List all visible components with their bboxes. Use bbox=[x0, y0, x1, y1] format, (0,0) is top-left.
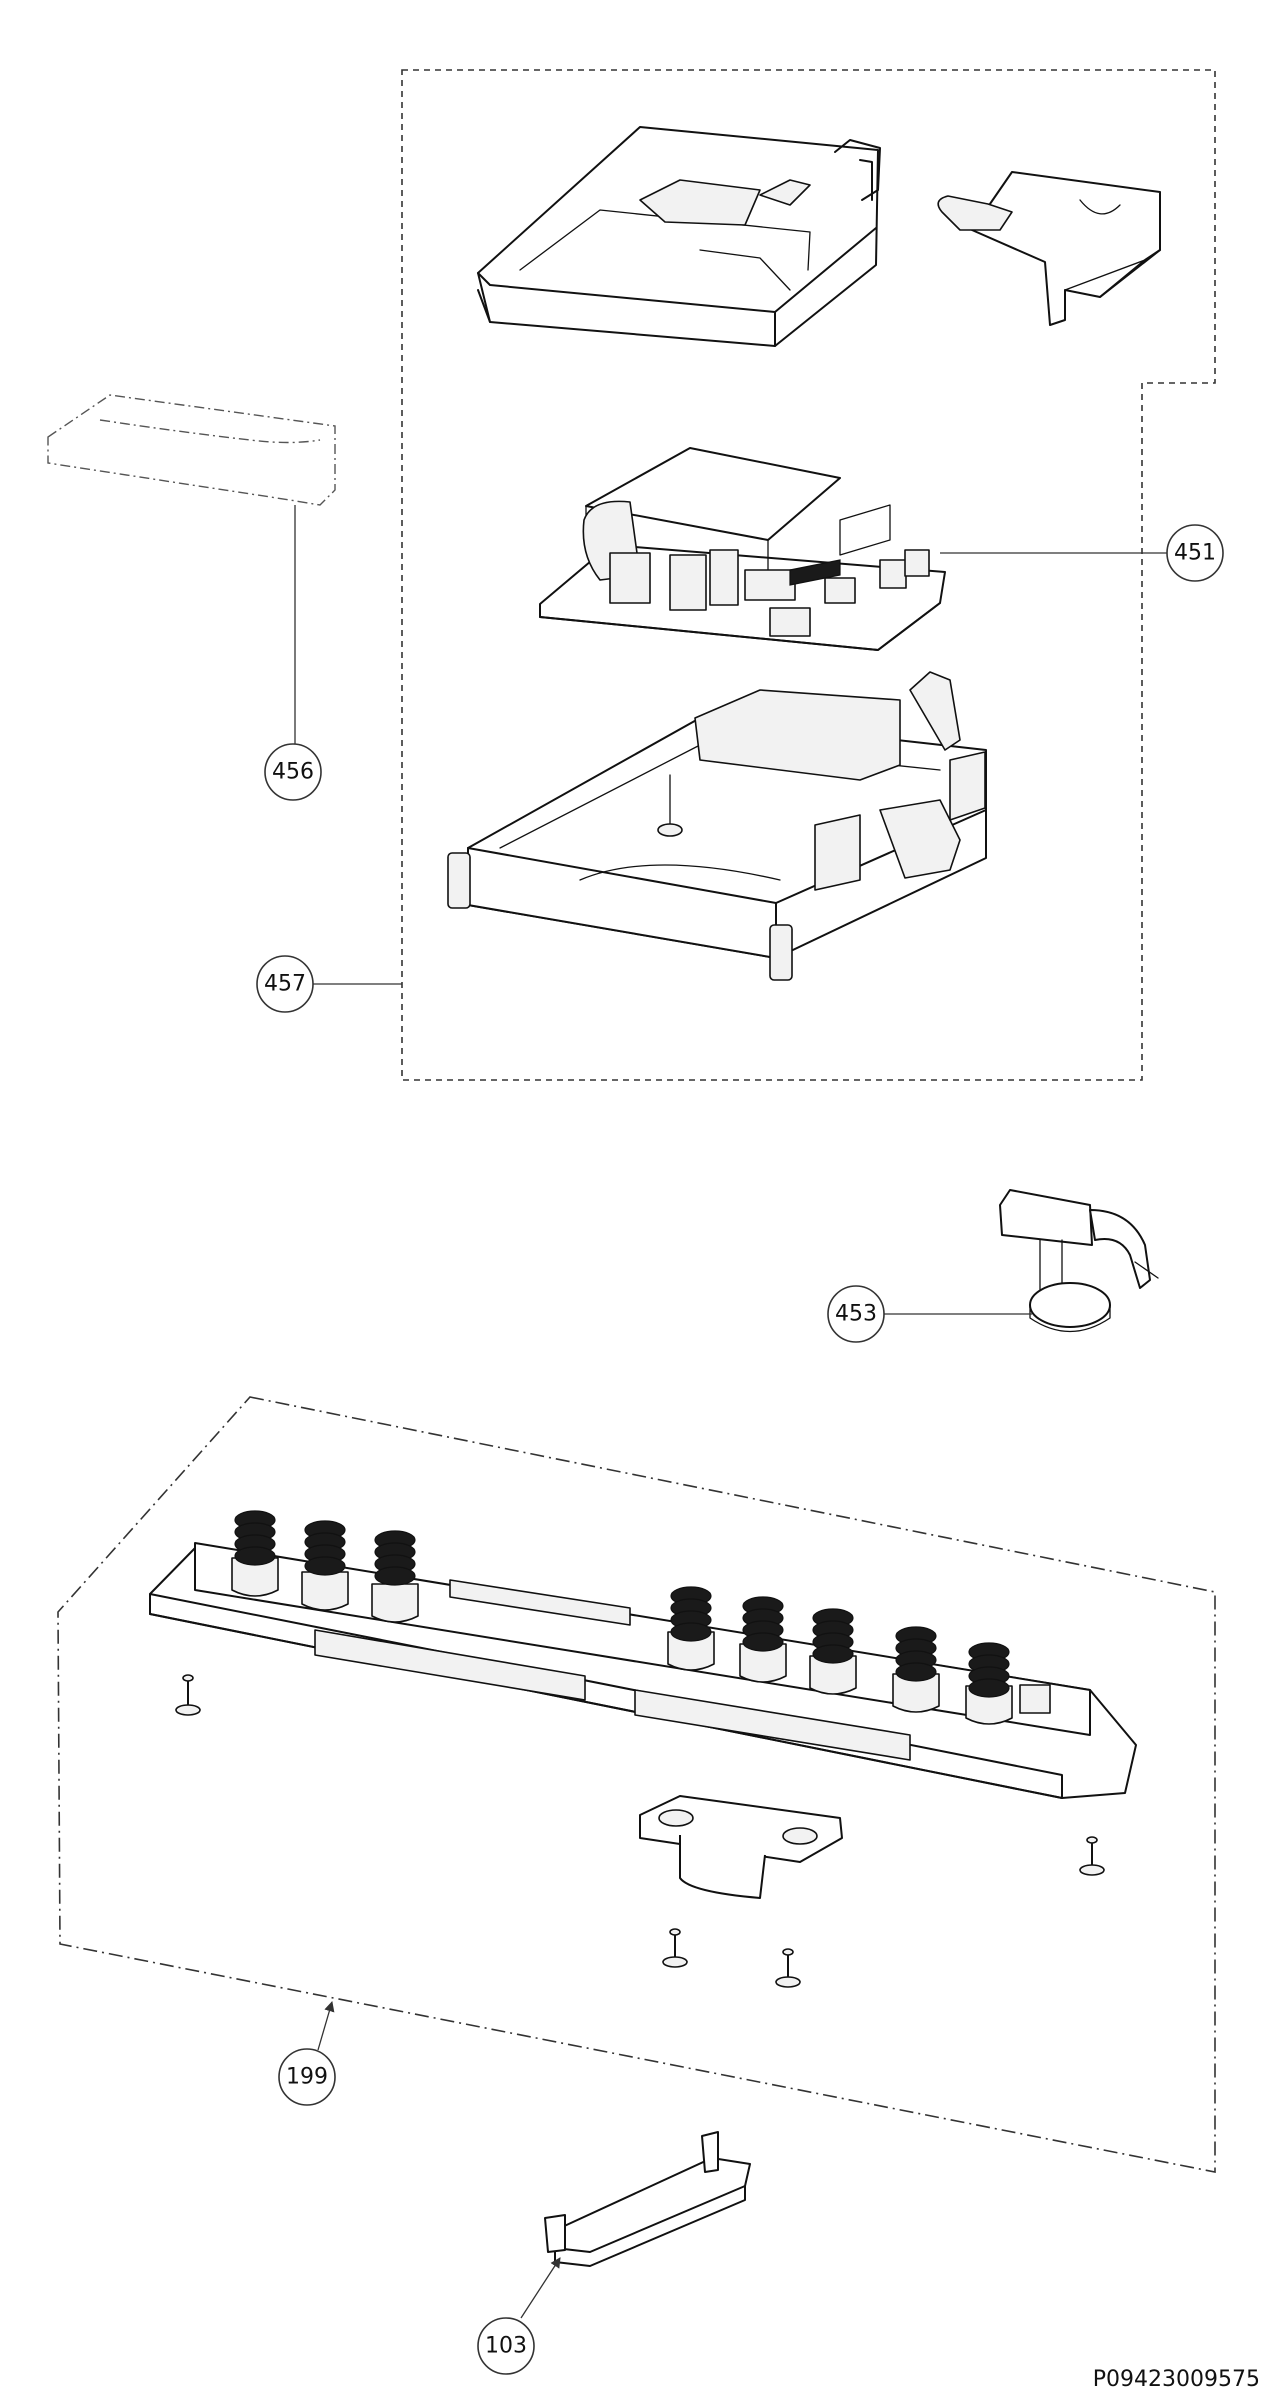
knob-8 bbox=[965, 1642, 1013, 1725]
small-cover-part bbox=[937, 171, 1161, 326]
callout-451-label: 451 bbox=[1174, 541, 1216, 566]
knob-6 bbox=[809, 1608, 857, 1695]
ghost-part-456 bbox=[47, 394, 336, 506]
callout-451: 451 bbox=[1166, 524, 1224, 582]
group-boundary-457 bbox=[401, 69, 1216, 1081]
leader-103 bbox=[520, 2257, 561, 2319]
knob-7 bbox=[892, 1626, 940, 1713]
callout-453: 453 bbox=[827, 1285, 885, 1343]
leader-199 bbox=[317, 2001, 335, 2051]
callout-456-label: 456 bbox=[272, 760, 314, 785]
knob-2 bbox=[301, 1520, 349, 1611]
group-boundary-199 bbox=[57, 1396, 1216, 2173]
lower-housing-part bbox=[447, 671, 987, 981]
callout-456: 456 bbox=[264, 743, 322, 801]
screw-2 bbox=[1079, 1836, 1105, 1876]
callout-103-label: 103 bbox=[485, 2334, 527, 2359]
document-code: P09423009575 bbox=[1092, 2367, 1260, 2392]
knob-3 bbox=[371, 1530, 419, 1623]
leader-lines bbox=[294, 505, 1167, 2319]
knob-springs bbox=[231, 1510, 1013, 1725]
top-cover-part bbox=[477, 126, 881, 347]
callout-103: 103 bbox=[477, 2317, 535, 2375]
screw-1 bbox=[175, 1674, 201, 1716]
screw-4 bbox=[775, 1948, 801, 1988]
pcb-board-part bbox=[539, 447, 946, 651]
clip-part bbox=[544, 2131, 751, 2267]
knob-5 bbox=[739, 1596, 787, 1683]
mounting-bracket-part bbox=[639, 1795, 843, 1899]
screw-3 bbox=[662, 1928, 688, 1968]
knob-1 bbox=[231, 1510, 279, 1597]
screws bbox=[175, 1674, 1105, 1988]
callout-457: 457 bbox=[256, 955, 314, 1013]
cable-plug-part bbox=[999, 1189, 1159, 1333]
callout-199-label: 199 bbox=[286, 2065, 328, 2090]
callout-199: 199 bbox=[278, 2048, 336, 2106]
callout-457-label: 457 bbox=[264, 972, 306, 997]
knob-4 bbox=[667, 1586, 715, 1671]
callout-453-label: 453 bbox=[835, 1302, 877, 1327]
